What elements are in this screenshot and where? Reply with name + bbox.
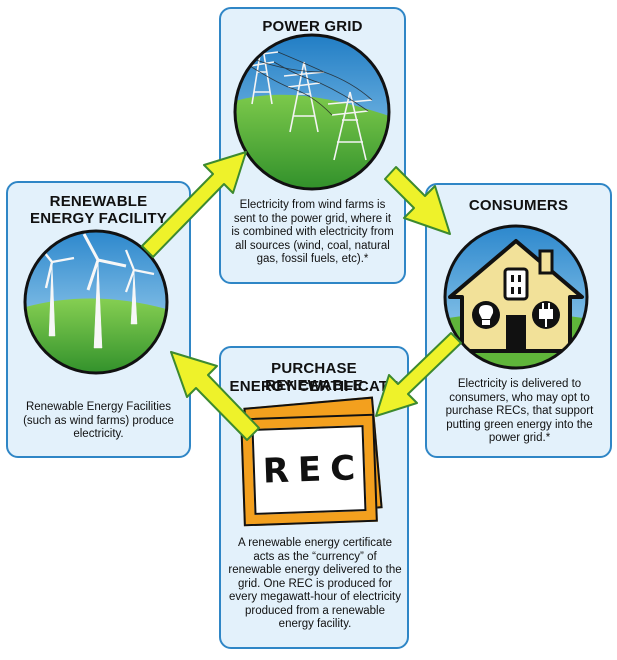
power-grid-description: Electricity from wind farms is sent to t… [231,199,394,265]
arrow-grid-to-consumers [384,166,451,235]
purchase-rec-description: A renewable energy certificate acts as t… [228,537,402,630]
wind-farm-illustration [22,228,170,376]
purchase-rec-title-line2: ENERGY CERTIFICATE [229,378,399,395]
consumers-title: CONSUMERS [468,197,569,214]
purchase-rec-title-line1: PURCHASE RENEWABLE [265,360,363,394]
power-grid-illustration [232,32,392,192]
power-grid-title: POWER GRID [262,18,363,35]
renewable-facility-title-line1: RENEWABLE [49,193,148,210]
arrow-consumers-to-rec [375,332,462,417]
house-illustration [442,223,590,371]
consumers-description: Electricity is delivered to consumers, w… [445,378,594,444]
arrow-rec-to-facility [170,351,260,441]
arrow-facility-to-grid [141,151,247,258]
renewable-facility-title-line2: ENERGY FACILITY [30,210,167,227]
renewable-facility-description: Renewable Energy Facilities (such as win… [23,401,174,440]
